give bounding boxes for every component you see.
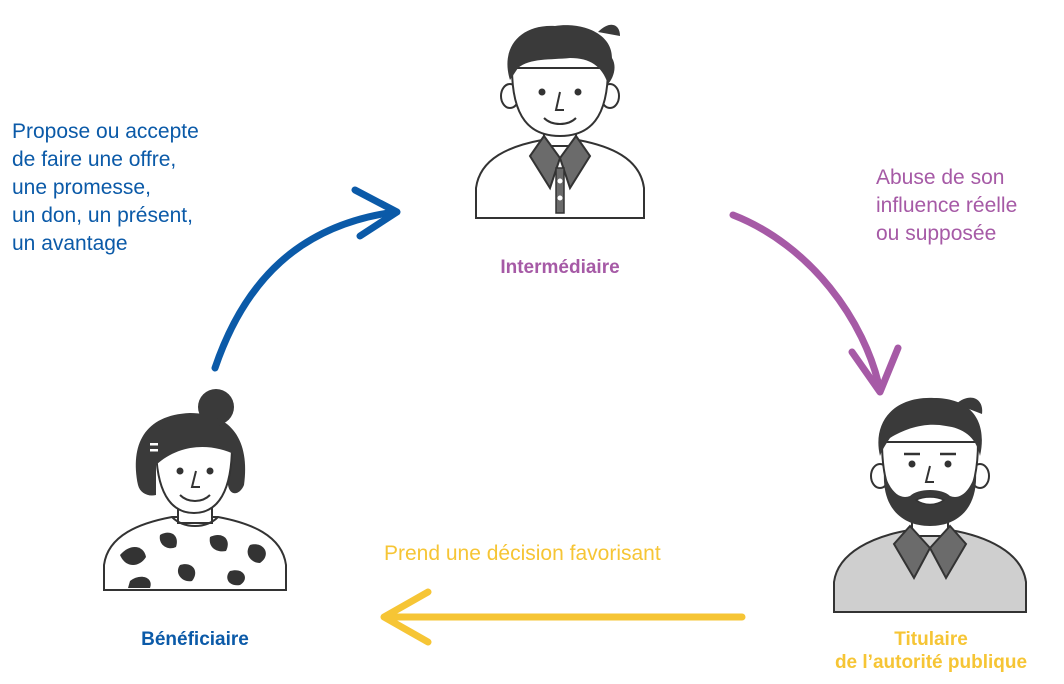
- caption-propose-line: une promesse,: [12, 176, 151, 199]
- intermediaire-figure: [470, 18, 650, 238]
- caption-propose-line: de faire une offre,: [12, 148, 177, 171]
- label-titulaire: Titulaire de l’autorité publique: [806, 628, 1056, 674]
- intermediaire-label: Intermédiaire: [500, 257, 620, 278]
- caption-abuse-line: ou supposée: [876, 222, 997, 245]
- titulaire-figure: [830, 392, 1030, 614]
- arrow-decision: [380, 588, 746, 646]
- caption-abuse: Abuse de son influence réelle ou supposé…: [876, 164, 1017, 248]
- caption-decision-line: Prend une décision favorisant: [384, 542, 661, 565]
- caption-propose-line: un avantage: [12, 232, 128, 255]
- beneficiaire-label: Bénéficiaire: [141, 629, 249, 650]
- caption-decision: Prend une décision favorisant: [384, 540, 661, 568]
- woman-with-bun-icon: [103, 389, 287, 591]
- caption-propose-line: un don, un présent,: [12, 204, 193, 227]
- caption-abuse-line: influence réelle: [876, 194, 1018, 217]
- label-beneficiaire: Bénéficiaire: [100, 628, 290, 651]
- caption-abuse-line: Abuse de son: [876, 166, 1005, 189]
- label-intermediaire: Intermédiaire: [470, 256, 650, 279]
- arrow-abuse: [729, 211, 902, 396]
- arrow-propose: [211, 186, 401, 372]
- titulaire-label-line1: Titulaire: [894, 629, 968, 650]
- beneficiaire-figure: [100, 385, 290, 595]
- man-with-collared-shirt-icon: [475, 24, 645, 219]
- bearded-man-icon: [833, 397, 1027, 613]
- caption-propose: Propose ou accepte de faire une offre, u…: [12, 118, 199, 258]
- caption-propose-line: Propose ou accepte: [12, 120, 199, 143]
- titulaire-label-line2: de l’autorité publique: [834, 652, 1028, 673]
